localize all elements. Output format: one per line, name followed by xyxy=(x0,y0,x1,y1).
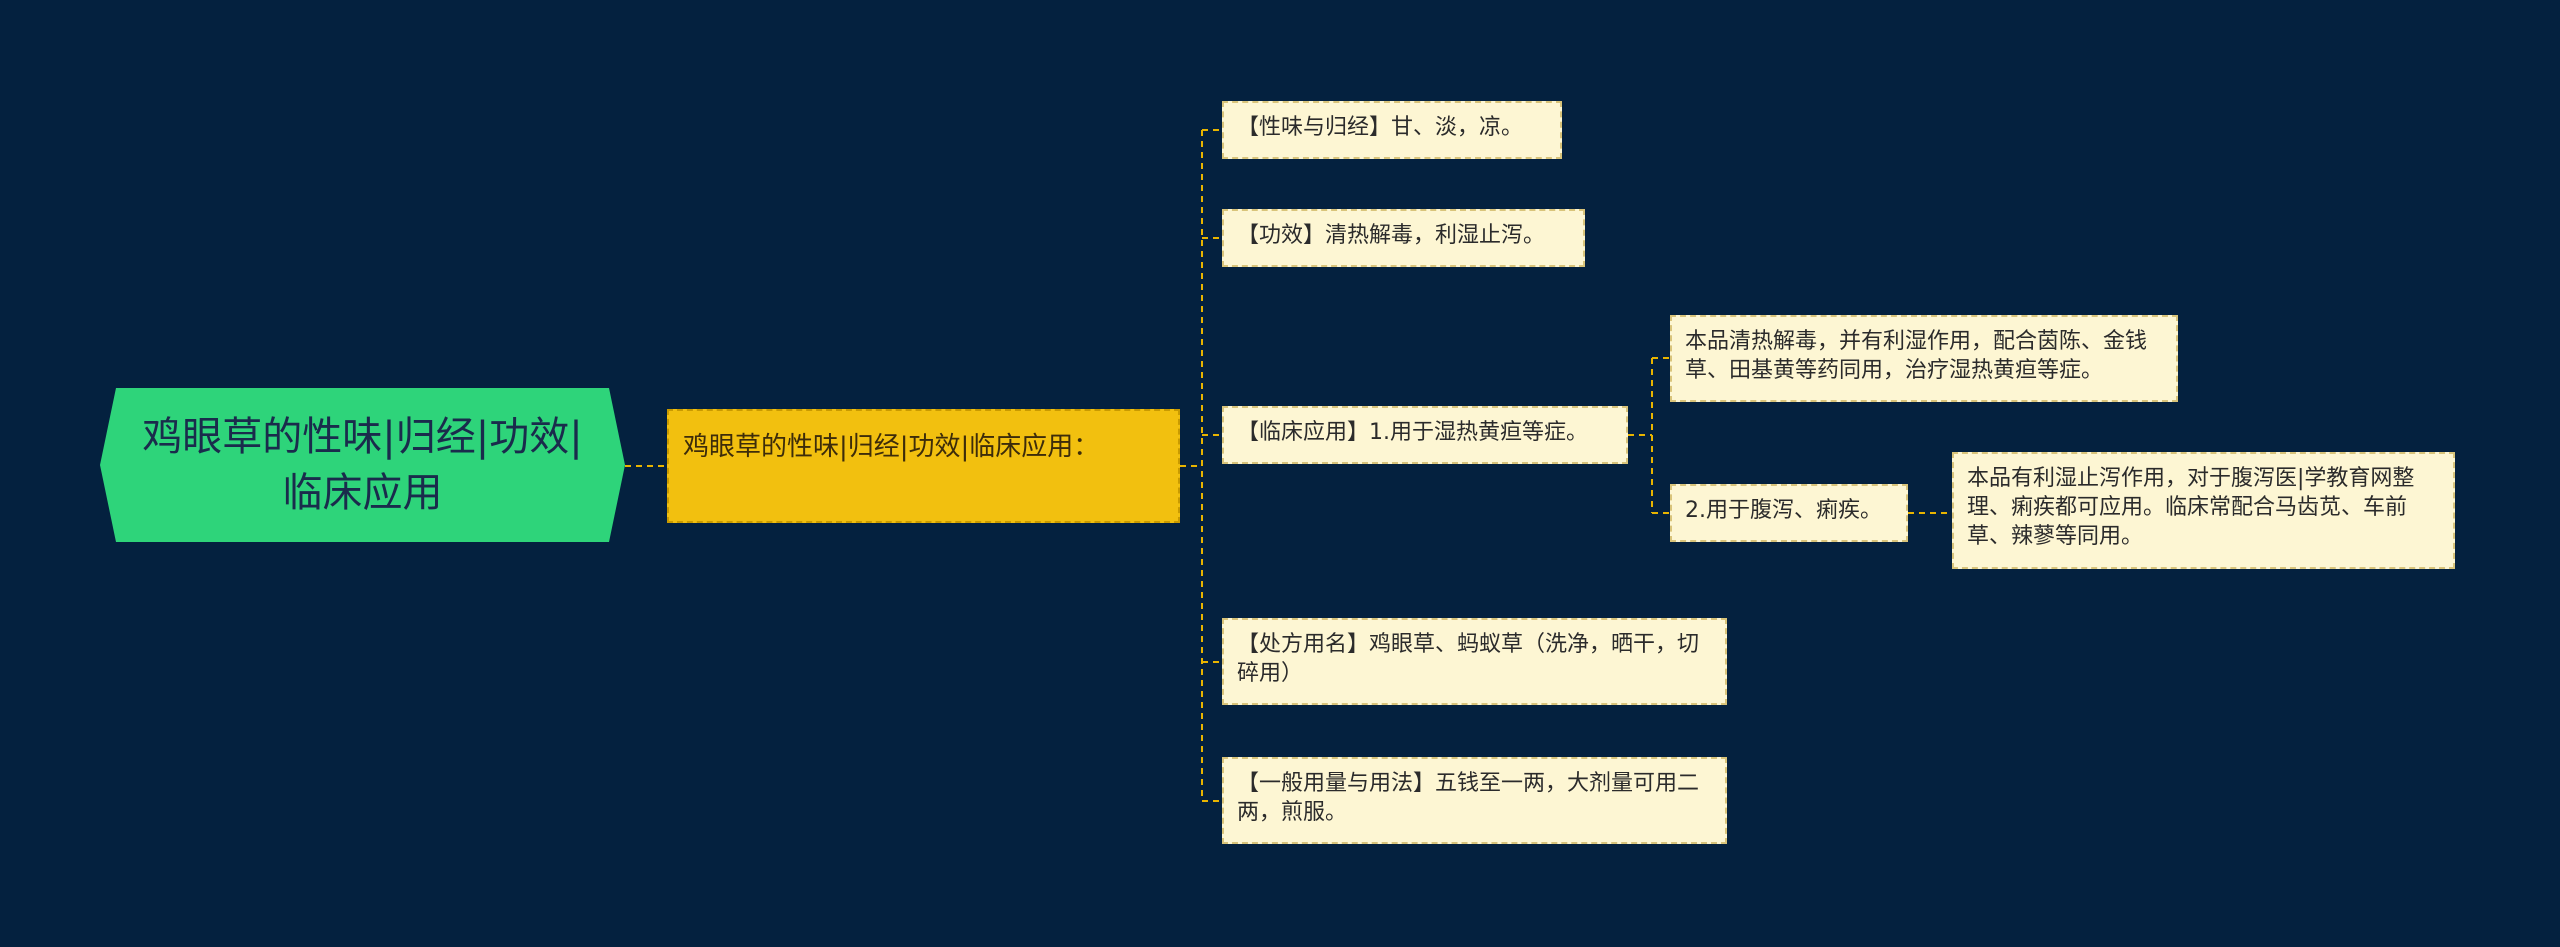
leaf-prescription[interactable]: 【处方用名】鸡眼草、蚂蚁草（洗净，晒干，切碎用） xyxy=(1222,618,1727,705)
leaf-prescription-label: 【处方用名】鸡眼草、蚂蚁草（洗净，晒干，切碎用） xyxy=(1237,632,1700,686)
leaf-clinical-detail-1-label: 本品清热解毒，并有利湿作用，配合茵陈、金钱草、田基黄等药同用，治疗湿热黄疸等症。 xyxy=(1685,329,2148,383)
leaf-dosage[interactable]: 【一般用量与用法】五钱至一两，大剂量可用二两，煎服。 xyxy=(1222,757,1727,844)
leaf-efficacy-label: 【功效】清热解毒，利湿止泻。 xyxy=(1237,223,1546,248)
leaf-nature-label: 【性味与归经】甘、淡，凉。 xyxy=(1237,115,1524,140)
leaf-clinical-detail-2-label: 本品有利湿止泻作用，对于腹泻医|学教育网整理、痢疾都可应用。临床常配合马齿苋、车… xyxy=(1967,466,2415,549)
sub-label: 鸡眼草的性味|归经|功效|临床应用： xyxy=(683,432,1100,462)
leaf-clinical[interactable]: 【临床应用】1.用于湿热黄疸等症。 xyxy=(1222,406,1628,464)
leaf-clinical-item-2-label: 2.用于腹泻、痢疾。 xyxy=(1685,498,1882,523)
leaf-dosage-label: 【一般用量与用法】五钱至一两，大剂量可用二两，煎服。 xyxy=(1237,771,1700,825)
leaf-nature[interactable]: 【性味与归经】甘、淡，凉。 xyxy=(1222,101,1562,159)
leaf-clinical-label: 【临床应用】1.用于湿热黄疸等症。 xyxy=(1237,420,1588,445)
sub-node[interactable]: 鸡眼草的性味|归经|功效|临床应用： xyxy=(667,409,1180,523)
leaf-efficacy[interactable]: 【功效】清热解毒，利湿止泻。 xyxy=(1222,209,1585,267)
root-node[interactable]: 鸡眼草的性味|归经|功效|临床应用 xyxy=(100,388,625,542)
root-label: 鸡眼草的性味|归经|功效|临床应用 xyxy=(142,414,583,516)
leaf-clinical-detail-1[interactable]: 本品清热解毒，并有利湿作用，配合茵陈、金钱草、田基黄等药同用，治疗湿热黄疸等症。 xyxy=(1670,315,2178,402)
leaf-clinical-item-2[interactable]: 2.用于腹泻、痢疾。 xyxy=(1670,484,1908,542)
connector-clinical-branch xyxy=(1628,357,1670,514)
leaf-clinical-detail-2[interactable]: 本品有利湿止泻作用，对于腹泻医|学教育网整理、痢疾都可应用。临床常配合马齿苋、车… xyxy=(1952,452,2455,569)
